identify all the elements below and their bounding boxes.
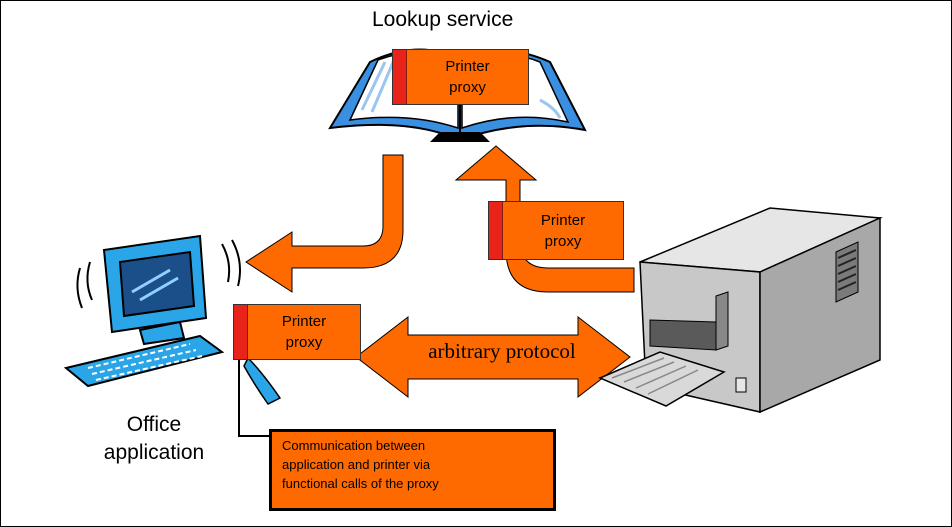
proxy-label-line2: proxy bbox=[285, 334, 323, 351]
office-application-label: Office application bbox=[82, 411, 226, 467]
printer-proxy-lookup: Printer proxy bbox=[392, 49, 529, 105]
proxy-label-line1: Printer bbox=[281, 313, 327, 330]
callout-connector bbox=[238, 360, 269, 437]
office-label-line2: application bbox=[103, 441, 205, 464]
proxy-label-line2: proxy bbox=[544, 232, 582, 250]
printer-icon bbox=[598, 207, 883, 414]
proxy-label-line1: Printer bbox=[445, 58, 490, 75]
arrow-lookup-to-office bbox=[245, 154, 404, 293]
proxy-label-line1: Printer bbox=[540, 211, 586, 229]
proxy-stripe bbox=[489, 202, 503, 259]
proxy-stripe bbox=[393, 50, 407, 104]
printer-proxy-office: Printer proxy bbox=[233, 304, 361, 360]
printer-proxy-printer: Printer proxy bbox=[488, 201, 624, 260]
arbitrary-protocol-label: arbitrary protocol bbox=[428, 339, 576, 363]
callout-line3: functional calls of the proxy bbox=[282, 476, 439, 491]
office-label-line1: Office bbox=[126, 413, 182, 436]
communication-callout: Communication between application and pr… bbox=[269, 429, 556, 511]
proxy-stripe bbox=[234, 305, 248, 359]
computer-icon bbox=[63, 234, 282, 405]
callout-line1: Communication between bbox=[282, 438, 426, 453]
callout-line2: application and printer via bbox=[282, 457, 431, 472]
arrow-arbitrary-protocol bbox=[355, 315, 631, 399]
proxy-label-line2: proxy bbox=[449, 79, 486, 96]
lookup-service-title: Lookup service bbox=[372, 8, 514, 31]
arrow-printer-to-lookup bbox=[454, 145, 635, 293]
